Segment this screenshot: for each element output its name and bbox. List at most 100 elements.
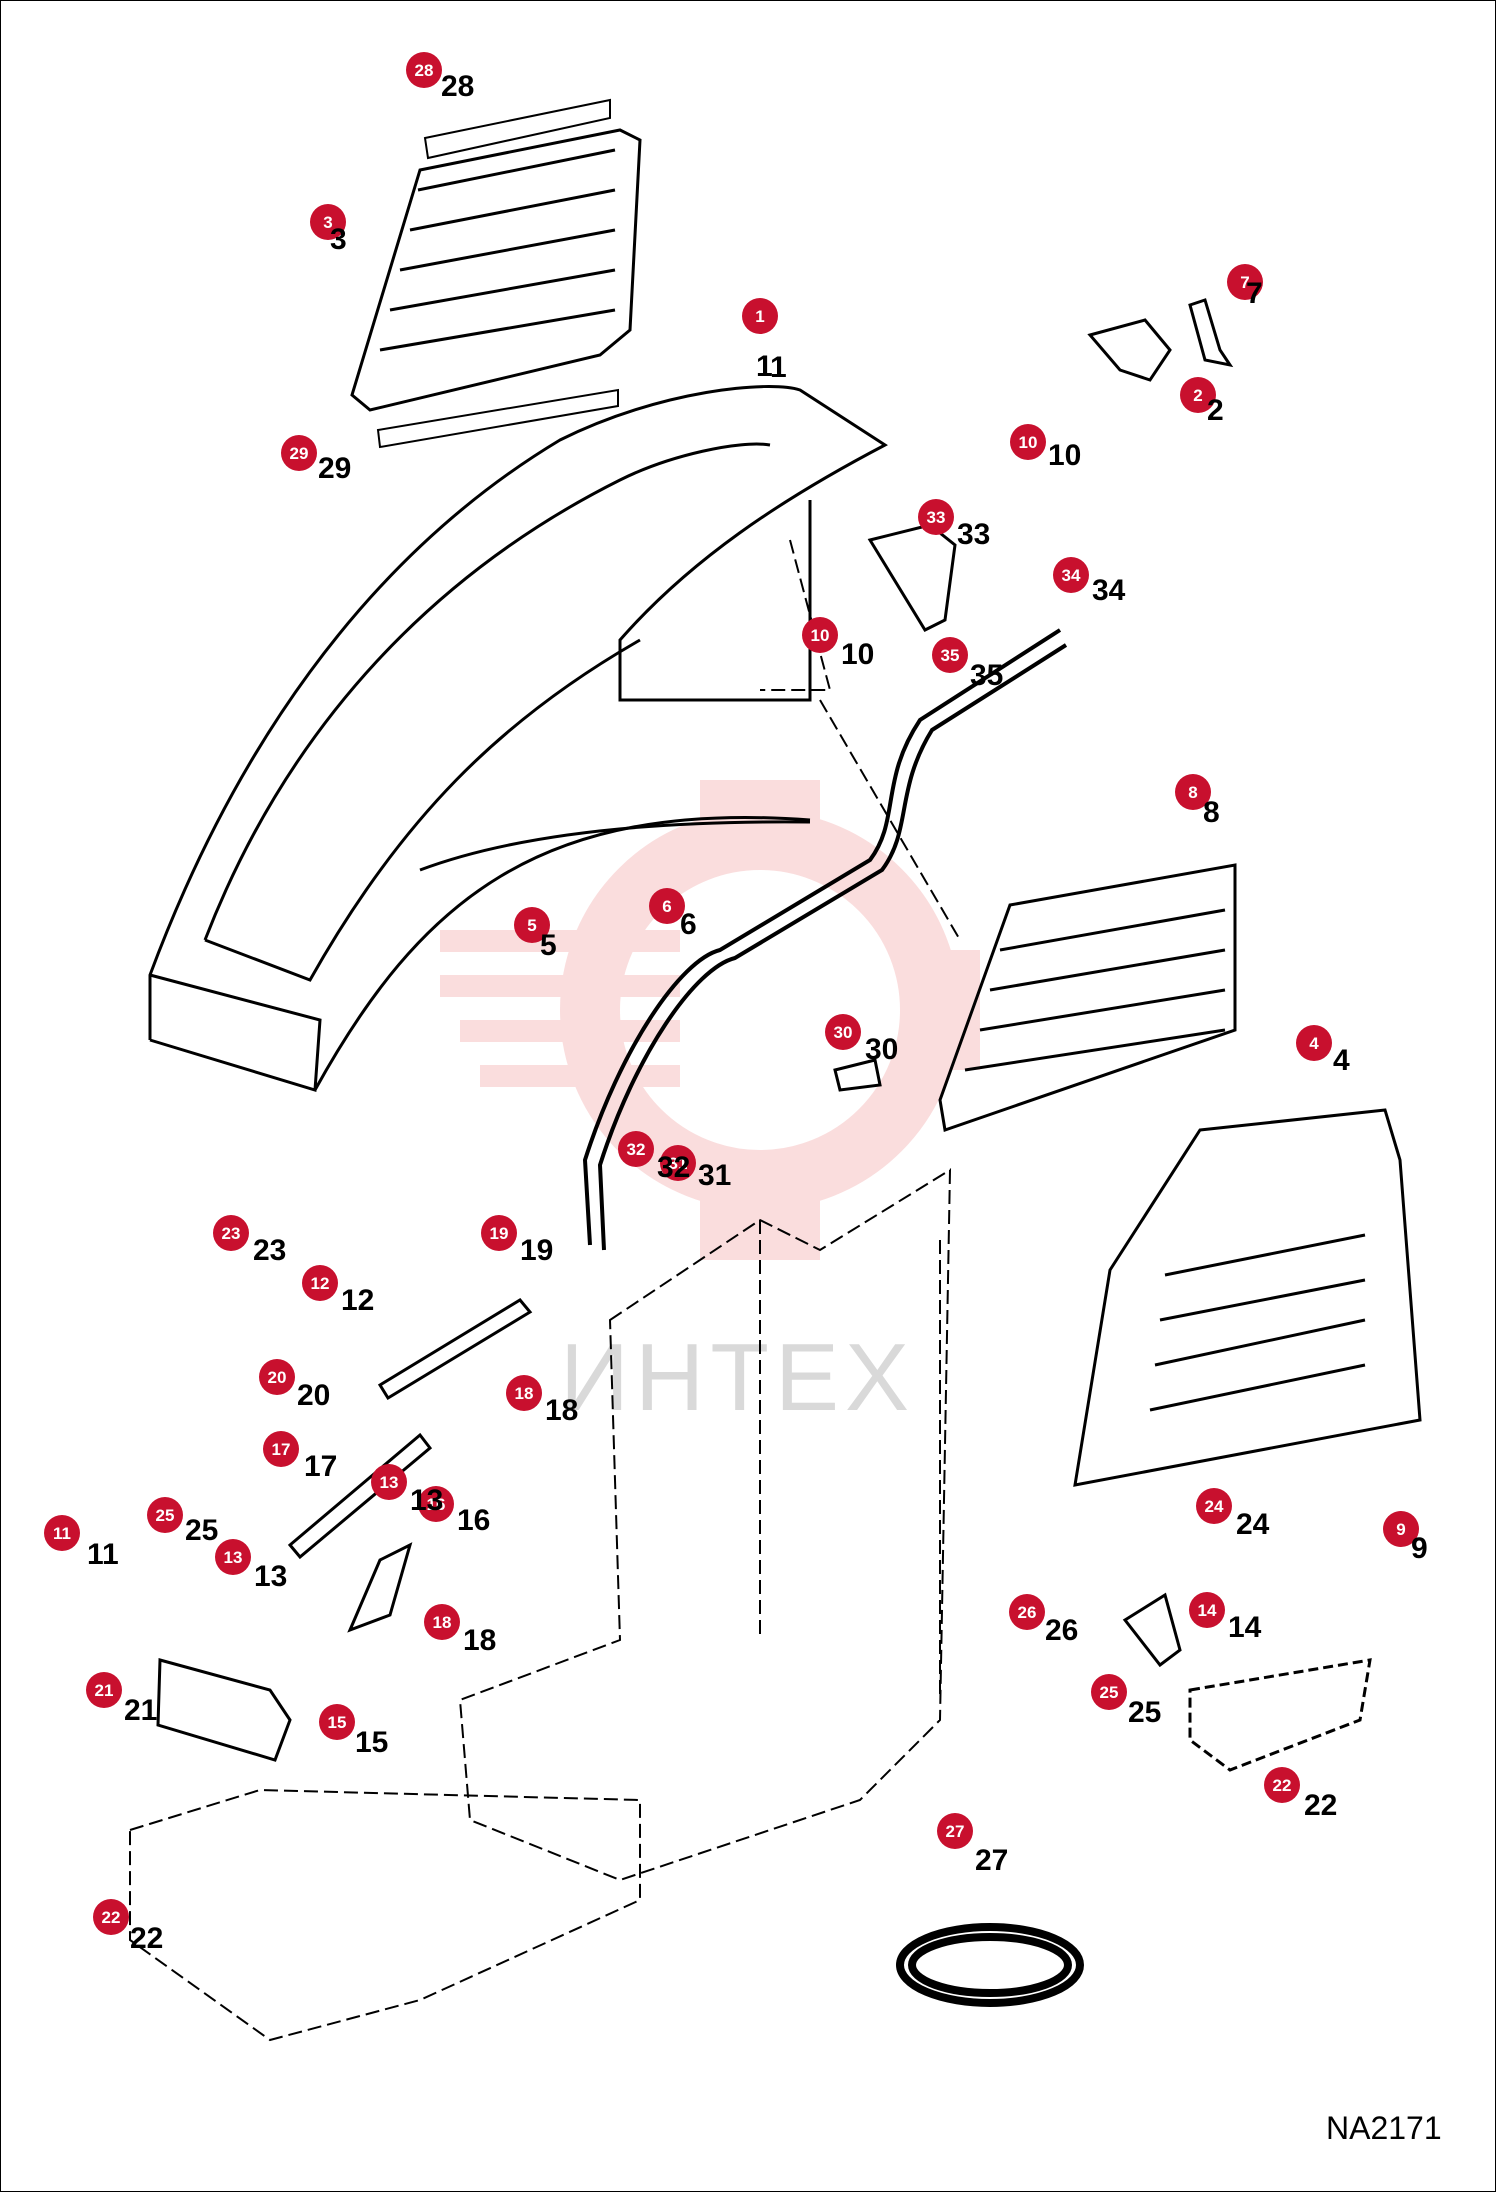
watermark-text: ИНТЕХ [560,1324,915,1431]
part-number-label-20: 20 [297,1379,330,1412]
callout-number: 7 [1240,273,1249,292]
callout-circle [932,637,968,673]
callout-circle [371,1464,407,1500]
callout-badge-5: 5 [514,907,550,943]
callout-number: 29 [290,444,309,463]
callout-badge-15: 15 [319,1704,355,1740]
part-number-label-3: 3 [330,223,347,256]
callout-number: 19 [490,1224,509,1243]
callout-badge-24: 24 [1196,1488,1232,1524]
callout-circle [1010,424,1046,460]
callout-badge-13: 13 [215,1539,251,1575]
part-number-label-5: 5 [540,929,557,962]
part-number-label-29: 29 [318,452,351,485]
callout-circle [302,1265,338,1301]
figure-code: NA2171 [1326,2110,1442,2146]
part-number-label-2: 2 [1207,394,1224,427]
part-number-label-25: 25 [1128,1696,1161,1729]
callout-circle [481,1215,517,1251]
callout-badge-20: 20 [259,1359,295,1395]
callout-number: 13 [380,1473,399,1492]
callout-number: 18 [515,1384,534,1403]
callout-number: 12 [311,1274,330,1293]
callout-circle [618,1131,654,1167]
callout-circle [147,1497,183,1533]
part-number-label-30: 30 [865,1033,898,1066]
callout-badge-10: 10 [1010,424,1046,460]
callout-badge-1: 1 [742,298,778,334]
part-number-label-17: 17 [304,1450,337,1483]
callout-badge-14: 14 [1189,1592,1225,1628]
callout-badge-9: 9 [1383,1511,1419,1547]
callout-circle [649,888,685,924]
part-number-label-15: 15 [355,1726,388,1759]
part-number-label-34: 34 [1092,574,1126,607]
callout-badge-23: 23 [213,1215,249,1251]
part-number-label-1: 1 [770,351,787,384]
part-8-side-grille [938,863,1237,1132]
callout-circle [506,1375,542,1411]
callout-number: 10 [1019,433,1038,452]
callout-circle [281,435,317,471]
callout-number: 2 [1193,386,1202,405]
callout-circle [86,1672,122,1708]
callout-number: 6 [662,897,671,916]
callout-number: 27 [946,1822,965,1841]
callout-badge-18: 18 [506,1375,542,1411]
part-6-hood-seal [582,628,1068,1251]
part-number-label-11: 11 [87,1538,119,1571]
callout-circle [825,1014,861,1050]
callout-badge-34: 34 [1053,557,1089,593]
callout-badge-7: 7 [1227,264,1263,300]
part-number-label-26: 26 [1045,1614,1078,1647]
callout-badge-18: 18 [424,1604,460,1640]
part-number-label-13: 13 [410,1484,443,1517]
callout-number: 17 [272,1440,291,1459]
callout-badge-17: 17 [263,1431,299,1467]
callout-badge-32: 32 [618,1131,654,1167]
callout-badge-13: 13 [371,1464,407,1500]
part-1-hood [148,385,888,1092]
callout-circle [259,1359,295,1395]
callout-circle [1180,377,1216,413]
part-number-label-12: 12 [341,1284,374,1317]
callout-badge-16: 16 [418,1486,454,1522]
part-number-label-8: 8 [1203,796,1220,829]
callout-badge-30: 30 [825,1014,861,1050]
callout-number: 15 [328,1713,347,1732]
part-number-label-24: 24 [1236,1508,1270,1541]
callout-number: 28 [415,61,434,80]
watermark-gear-logo [440,780,980,1260]
part-number-label-16: 16 [457,1504,490,1537]
callout-circle [310,204,346,240]
part-number-label-28: 28 [441,70,474,103]
callout-number: 1 [755,307,764,326]
callout-number: 26 [1018,1603,1037,1622]
callout-circle [44,1515,80,1551]
callout-number: 34 [1062,566,1081,585]
part-number-label-9: 9 [1411,1532,1428,1565]
part-30-latch [833,1058,882,1092]
callout-number: 25 [1100,1683,1119,1702]
part-number-label-14: 14 [1228,1611,1262,1644]
callout-number: 9 [1396,1520,1405,1539]
callout-badge-2: 2 [1180,377,1216,413]
callout-number: 35 [941,646,960,665]
part-number-label-4: 4 [1333,1044,1350,1077]
callout-badge-25: 25 [147,1497,183,1533]
callout-circle [514,907,550,943]
part-27-hose [896,1923,1084,2007]
callout-number: 3 [323,213,332,232]
part-16-bracket [347,1542,413,1633]
callout-badge-3: 3 [310,204,346,240]
callout-badge-26: 26 [1009,1594,1045,1630]
callout-badge-33: 33 [918,499,954,535]
part-14-bracket [1122,1592,1372,1772]
callout-circle [418,1486,454,1522]
callout-badge-29: 29 [281,435,317,471]
callout-badge-6: 6 [649,888,685,924]
callout-badge-35: 35 [932,637,968,673]
